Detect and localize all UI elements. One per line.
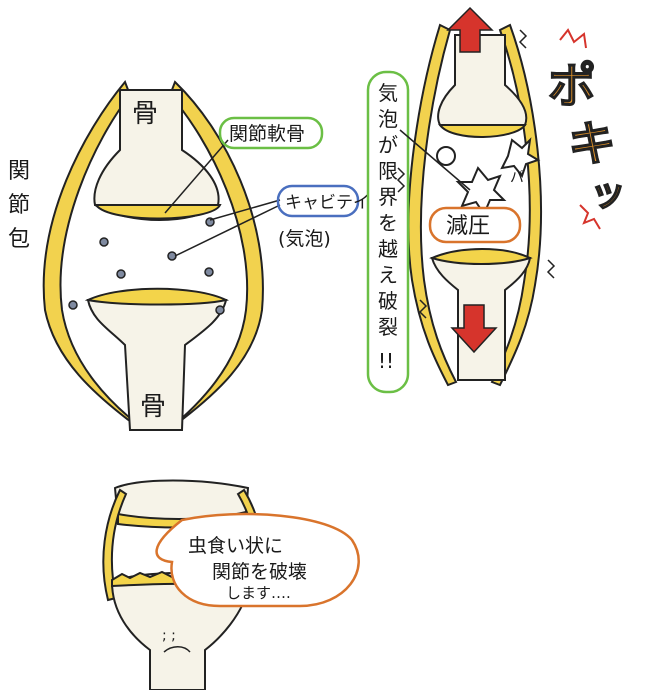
vibration-marks (396, 29, 556, 319)
pull-down-arrow-icon (450, 304, 498, 354)
burst-vertical-text: 気 泡 が 限 界 を 越 え 破 裂 !! (378, 81, 398, 373)
joint-capsule-char-1: 関 (8, 159, 30, 184)
speech-line-1: 虫食い状に (188, 535, 283, 557)
burst-char-5: 界 (378, 185, 398, 209)
burst-char-9: 破 (378, 289, 398, 313)
bubble-note-label: (気泡) (278, 228, 331, 250)
lower-cartilage (84, 287, 229, 306)
impact-lines-icon (559, 28, 587, 49)
popping-upper-cartilage (438, 124, 527, 138)
small-bubble-icon (436, 146, 456, 166)
sad-face-eyes: ; ; (162, 628, 176, 644)
sad-face-icon: ; ; (162, 628, 191, 653)
burst-char-2: 泡 (378, 107, 398, 131)
burst-char-3: が (378, 133, 398, 157)
pa-sound: パ (510, 170, 524, 186)
joint-capsule-char-2: 節 (8, 193, 30, 218)
popping-capsule-left (407, 23, 458, 387)
burst-char-7: 越 (378, 237, 398, 261)
cavitation-label: キャビテイ (285, 193, 370, 213)
joint-capsule-char-3: 包 (8, 227, 30, 252)
figure-normal-joint: 骨 骨 関 節 包 関節軟骨 キャビテイ (気泡) (8, 80, 370, 431)
pokitt-char-3: ッ (590, 173, 626, 214)
burst-char-6: を (378, 211, 398, 235)
leader-cavitation-1 (209, 199, 281, 221)
burst-leader-line (399, 129, 471, 191)
cavitation-label-box (276, 184, 360, 218)
decompression-label-box (428, 206, 522, 244)
gas-bubbles (68, 217, 225, 315)
cartilage-label-box (218, 116, 324, 150)
pokitt-char-1: ポ (548, 58, 596, 114)
figure-popping-joint: 減圧 気 泡 が 限 界 を 越 え 破 裂 !! パ ポ (366, 6, 627, 394)
upper-cartilage-band (94, 204, 222, 220)
burst-char-8: え (378, 263, 398, 287)
articular-cartilage-label: 関節軟骨 (229, 123, 305, 145)
burst-char-1: 気 (378, 81, 398, 105)
leader-cartilage (164, 139, 229, 214)
decompression-label: 減圧 (446, 214, 490, 239)
impact-lines-bottom-icon (579, 204, 601, 230)
figure-damaged-joint: ; ; 虫食い状に 関節を破壊 します…. (102, 479, 360, 690)
spark-icon (500, 137, 541, 179)
speech-line-3: します…. (226, 584, 291, 602)
burst-char-11: !! (378, 349, 394, 373)
bone-bottom-label: 骨 (140, 392, 166, 422)
pokitt-sound: ポ キ ッ (547, 28, 627, 230)
speech-line-2: 関節を破壊 (212, 561, 307, 583)
popping-lower-cartilage (429, 248, 533, 265)
burst-char-4: 限 (378, 159, 398, 183)
burst-vertical-box (366, 70, 410, 394)
speech-bubble (155, 512, 360, 608)
bone-top-label: 骨 (132, 99, 158, 129)
burst-char-10: 裂 (378, 315, 398, 339)
pokitt-char-2: キ (568, 116, 616, 172)
leader-cavitation-2 (174, 204, 281, 257)
pull-up-arrow-icon (446, 6, 494, 53)
